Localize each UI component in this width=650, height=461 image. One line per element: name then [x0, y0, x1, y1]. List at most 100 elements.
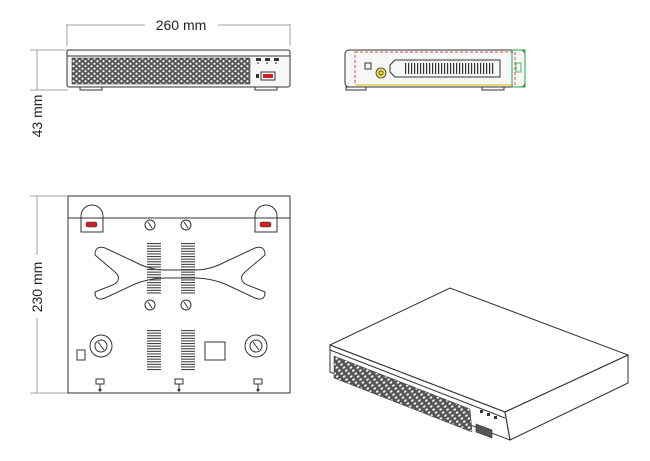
bottom-vent-slot — [147, 282, 161, 284]
bottom-vent-slot — [147, 292, 161, 294]
bottom-vent-slot — [147, 263, 161, 265]
iso-indicator-leds — [480, 410, 497, 419]
side-vent-slot — [468, 63, 470, 74]
bottom-vent-slot — [147, 348, 161, 350]
bottom-vent-slot — [181, 248, 195, 250]
bottom-vent-slot — [147, 361, 161, 363]
iso-usb-port — [475, 423, 493, 439]
side-vent-slot — [480, 63, 482, 74]
bottom-vent-slot — [181, 363, 195, 365]
side-vent-slot — [477, 63, 479, 74]
bottom-vent-slot — [147, 258, 161, 260]
side-vent-slot — [444, 63, 446, 74]
bottom-vent-slot — [147, 266, 161, 268]
bottom-vent-slot — [181, 353, 195, 355]
side-vent-slot — [450, 63, 452, 74]
side-vent-slot — [435, 63, 437, 74]
width-dimension: 260 mm — [66, 17, 291, 46]
bottom-vent-slot — [147, 284, 161, 286]
bottom-vent-slot — [147, 245, 161, 247]
bottom-vent-slot — [181, 332, 195, 334]
height-dimension: 43 mm — [29, 49, 68, 138]
bottom-vent-slot — [181, 369, 195, 371]
bottom-vent-slot — [147, 256, 161, 258]
side-vent-slot — [453, 63, 455, 74]
side-vent-slot — [411, 63, 413, 74]
side-vent-slot — [456, 63, 458, 74]
bottom-vent-slot — [181, 345, 195, 347]
side-vent-slot — [405, 63, 407, 74]
bottom-vent-slot — [181, 269, 195, 271]
bottom-vent-slot — [181, 258, 195, 260]
width-label: 260 mm — [156, 17, 207, 33]
side-vent-slot — [489, 63, 491, 74]
bottom-vent-slot — [147, 250, 161, 252]
side-vent-slot — [462, 63, 464, 74]
bottom-vent-slot — [181, 358, 195, 360]
side-vent-slot — [441, 63, 443, 74]
bottom-vent-slot — [181, 292, 195, 294]
height-label: 43 mm — [29, 95, 45, 138]
bottom-vent-slot — [181, 340, 195, 342]
bottom-vent-slot — [147, 335, 161, 337]
bottom-vent-slot — [147, 279, 161, 281]
bottom-vent-slot — [181, 289, 195, 291]
rubber-foot-left — [89, 334, 113, 358]
side-vent-slot — [438, 63, 440, 74]
bottom-vent-slot — [147, 269, 161, 271]
bottom-vent-slot — [181, 335, 195, 337]
mounting-ear-right — [254, 204, 278, 233]
bottom-vent-slot — [181, 274, 195, 276]
bottom-vent-slot — [147, 358, 161, 360]
bottom-vent-slot — [181, 282, 195, 284]
bottom-vent-slot — [181, 250, 195, 252]
bottom-vent-slot — [181, 279, 195, 281]
depth-dimension: 230 mm — [29, 195, 68, 394]
side-vent-slot — [432, 63, 434, 74]
bottom-vent-slot — [181, 361, 195, 363]
bottom-vent-slot — [147, 276, 161, 278]
bottom-vent-slot — [147, 350, 161, 352]
iso-vent-grille — [333, 355, 473, 433]
bottom-vent-slot — [147, 343, 161, 345]
bottom-vent-slot — [147, 248, 161, 250]
bottom-vent-slot — [181, 271, 195, 273]
side-vent-slot — [474, 63, 476, 74]
side-vent-slot — [471, 63, 473, 74]
bottom-vent-slot — [181, 276, 195, 278]
bottom-vent-slot — [181, 330, 195, 332]
side-vent-slot — [447, 63, 449, 74]
side-vent-slot — [426, 63, 428, 74]
bottom-vent-slot — [147, 345, 161, 347]
bottom-vent-slot — [181, 337, 195, 339]
rubber-foot-right — [244, 334, 268, 358]
indicator-leds — [256, 58, 279, 64]
bottom-vent-slot — [147, 271, 161, 273]
bottom-vent-slot — [181, 256, 195, 258]
bottom-vent-slot — [147, 287, 161, 289]
bottom-vent-slot — [147, 243, 161, 245]
bottom-vent-slot — [147, 366, 161, 368]
bottom-vent-slot — [147, 353, 161, 355]
bottom-vent-slot — [181, 366, 195, 368]
bottom-view: 230 mm — [29, 195, 291, 394]
side-vent-slot — [483, 63, 485, 74]
bottom-vent-slot — [147, 363, 161, 365]
side-vent-slot — [486, 63, 488, 74]
side-vent-slot — [492, 63, 494, 74]
side-vent-slot — [417, 63, 419, 74]
bottom-vent-slot — [147, 253, 161, 255]
side-vent-slot — [414, 63, 416, 74]
bottom-vent-slot — [181, 253, 195, 255]
bottom-vent-slot — [147, 337, 161, 339]
bottom-vent-slot — [181, 350, 195, 352]
bottom-vent-slot — [181, 356, 195, 358]
bottom-vent-slot — [147, 330, 161, 332]
bottom-vent-slot — [147, 332, 161, 334]
bottom-vent-slot — [147, 340, 161, 342]
bottom-vent-slot — [181, 245, 195, 247]
usb-port — [256, 71, 276, 81]
bottom-vent-slot — [181, 266, 195, 268]
bottom-vent-slot — [147, 274, 161, 276]
